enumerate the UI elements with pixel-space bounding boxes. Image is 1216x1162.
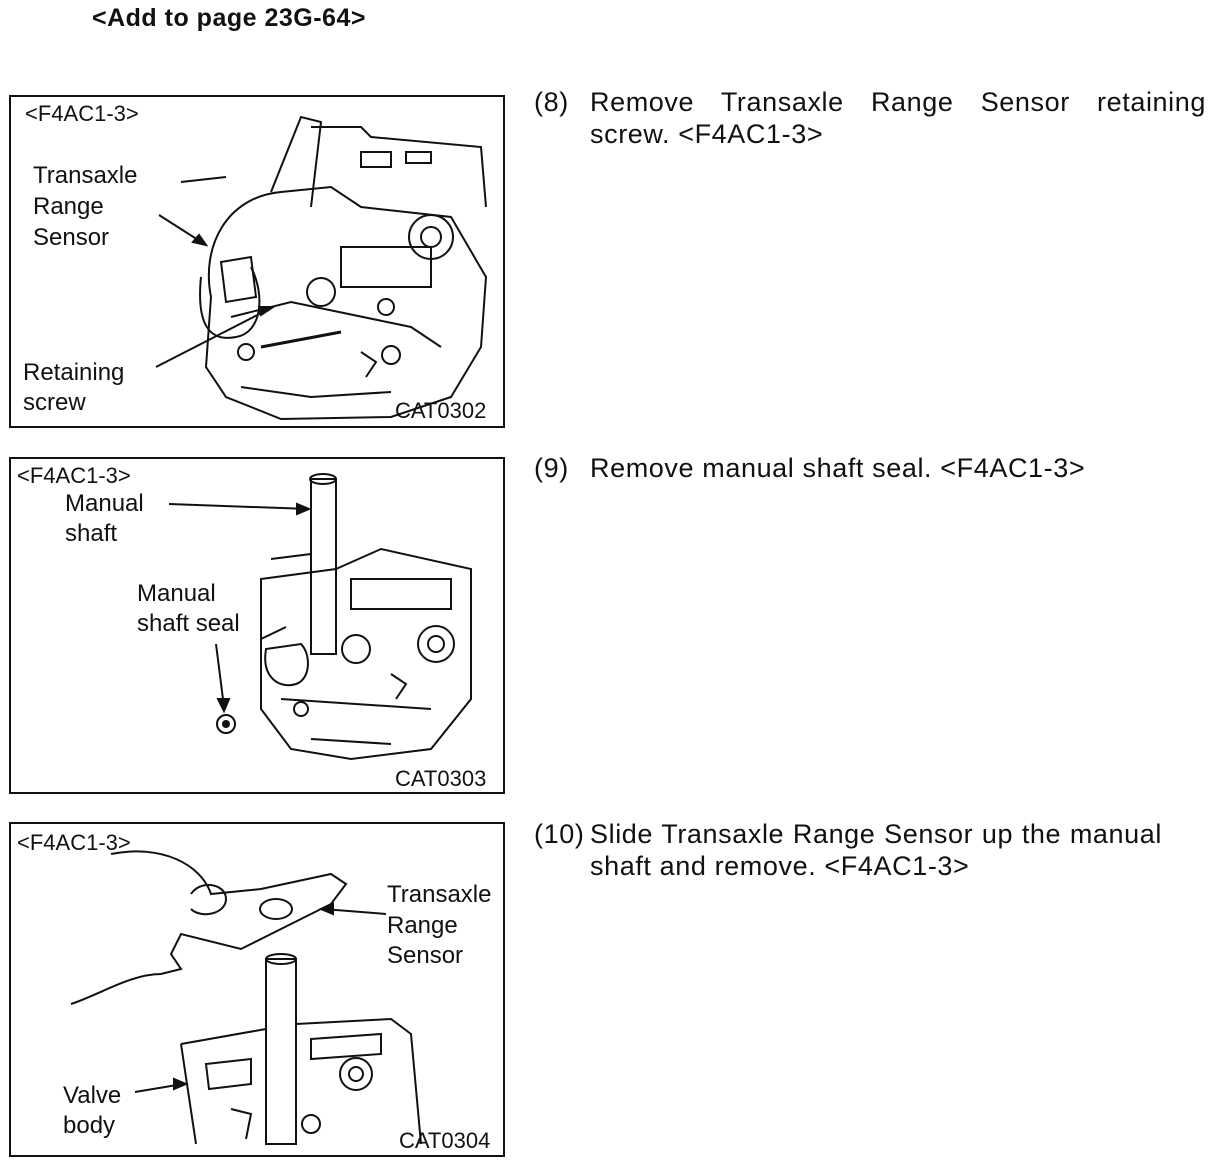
label-manual-2: Manual [137,580,216,607]
figure-model-label: <F4AC1-3> [17,463,131,488]
step-text: Remove Transaxle Range Sensor retaining … [590,87,1206,149]
label-manual-1: Manual [65,490,144,517]
label-range: Range [33,193,104,220]
label-shaft-seal: shaft seal [137,610,240,637]
label-range: Range [387,912,458,939]
figure-model-label: <F4AC1-3> [17,830,131,855]
label-valve: Valve [63,1082,122,1109]
step-number: (9) [534,453,569,483]
label-transaxle: Transaxle [33,162,138,189]
figure-cat0304: <F4AC1-3> Transaxle Range Sensor Valve b… [9,822,505,1157]
figure-code: CAT0304 [399,1128,491,1153]
step-9: (9) Remove manual shaft seal. <F4AC1-3> [534,452,1206,484]
figure-code: CAT0303 [395,766,487,791]
figure-cat0303: <F4AC1-3> Manual shaft Manual shaft seal… [9,457,505,794]
figure-model-label: <F4AC1-3> [25,101,139,126]
label-sensor: Sensor [387,942,464,969]
figure-cat0302: <F4AC1-3> Transaxle Range Sensor Retaini… [9,95,505,428]
step-text: Remove manual shaft seal. <F4AC1-3> [590,453,1086,483]
step-number: (10) [534,819,585,849]
label-transaxle: Transaxle [387,881,492,908]
label-sensor: Sensor [33,224,110,251]
label-body: body [63,1112,116,1139]
page-header: <Add to page 23G-64> [92,4,366,32]
manual-shaft-illustration [168,473,472,761]
step-10: (10) Slide Transaxle Range Sensor up the… [534,818,1162,882]
step-8: (8) Remove Transaxle Range Sensor retain… [534,86,1206,150]
sensor-removal-illustration [70,850,422,1145]
step-number: (8) [534,87,569,117]
label-retaining: Retaining [23,359,125,386]
label-shaft: shaft [65,520,118,547]
label-screw: screw [23,389,86,416]
figure-code: CAT0302 [395,398,487,423]
transaxle-illustration [155,115,488,421]
step-text: Slide Transaxle Range Sensor up the manu… [590,819,1162,881]
